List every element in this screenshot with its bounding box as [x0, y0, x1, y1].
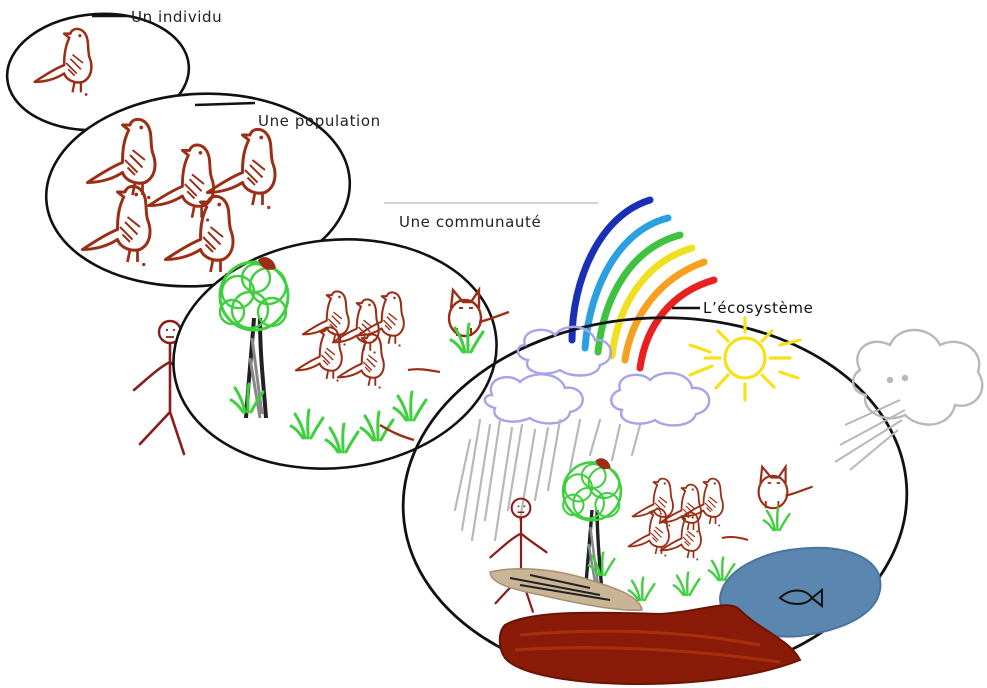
rainbow-icon [572, 200, 714, 368]
grass-icon [764, 508, 790, 530]
individual-label: Un individu [131, 8, 222, 26]
ecosystem-label: L’écosystème [703, 299, 813, 317]
grass-icon [674, 573, 700, 595]
wind-cloud-icon [835, 330, 982, 470]
cat-icon [759, 467, 813, 508]
sun-icon [690, 318, 800, 400]
population-label: Une population [258, 112, 381, 130]
bird-icon [35, 29, 92, 96]
rain-icon [455, 420, 640, 540]
community-label: Une communauté [399, 213, 541, 231]
